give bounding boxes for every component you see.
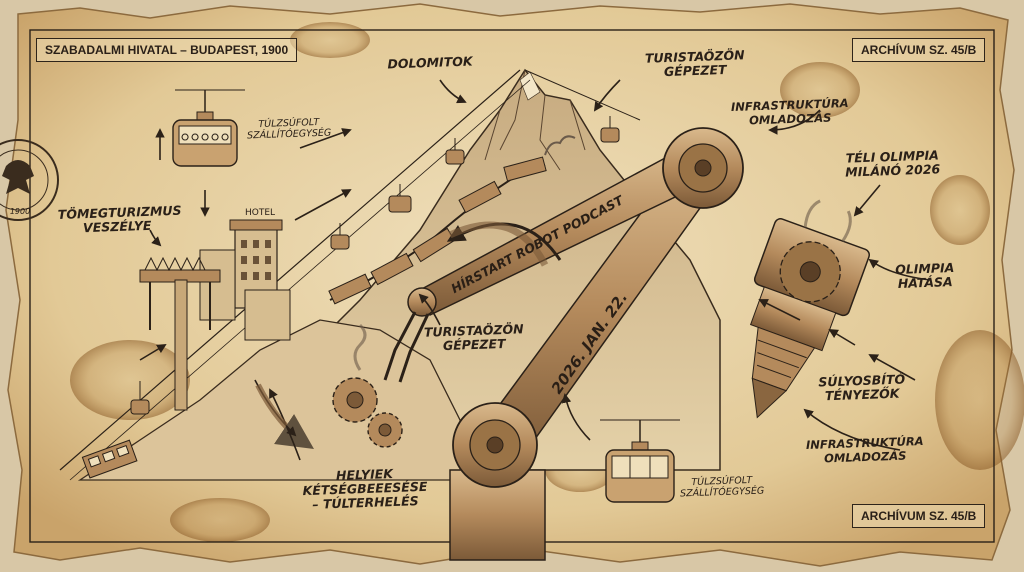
observation-platform <box>139 256 221 411</box>
label-infra-bottom: INFRASTRUKTÚRA OMLADOZÁS <box>805 433 924 466</box>
label-sulyosbito: SÚLYOSBÍTÓ TÉNYEZŐK <box>818 371 906 404</box>
seal-year: 1900 <box>9 207 31 216</box>
archive-box-bottom: ARCHÍVUM SZ. 45/B <box>852 504 986 528</box>
hotel-building <box>199 219 291 341</box>
gondola-small <box>330 223 350 250</box>
label-infra-top: INFRASTRUKTÚRA OMLADOZÁS <box>730 95 849 128</box>
gondola-small <box>600 116 620 143</box>
label-turista-mid: TURISTAÖZÖN GÉPEZET <box>423 321 524 354</box>
patent-office-box: SZABADALMI HIVATAL – BUDAPEST, 1900 <box>36 38 298 62</box>
eagle-seal <box>0 139 59 221</box>
label-teli-olimpia: TÉLI OLIMPIA MILÁNÓ 2026 <box>845 147 941 180</box>
hotel-sign: HOTEL <box>244 208 276 218</box>
grinding-gears <box>332 323 403 448</box>
label-turista-top: TURISTAÖZÖN GÉPEZET <box>644 47 745 80</box>
archive-box-top: ARCHÍVUM SZ. 45/B <box>852 38 986 62</box>
overcrowded-gondola-top <box>172 89 245 167</box>
gondola-small <box>388 184 412 213</box>
label-olimpia-hatasa: OLIMPIA HATÁSA <box>894 259 955 291</box>
label-tomegturizmus: TÖMEGTURIZMUS VESZÉLYE <box>57 202 182 236</box>
label-tulzsufolt-bottom: TÚLZSÚFOLT SZÁLLÍTÓEGYSÉG <box>679 474 765 500</box>
tram-car <box>81 439 138 479</box>
gondola-small <box>445 138 465 165</box>
robot-arm <box>383 127 744 561</box>
label-tulzsufolt-top: TÚLZSÚFOLT SZÁLLÍTÓEGYSÉG <box>246 116 332 142</box>
drilling-machine <box>749 199 870 419</box>
overcrowded-gondola-bottom <box>600 419 680 503</box>
label-helyiek: HELYIEK KÉTSÉGBEEESÉSE – TÚLTERHELÉS <box>302 466 428 512</box>
mountain-train <box>328 135 576 305</box>
